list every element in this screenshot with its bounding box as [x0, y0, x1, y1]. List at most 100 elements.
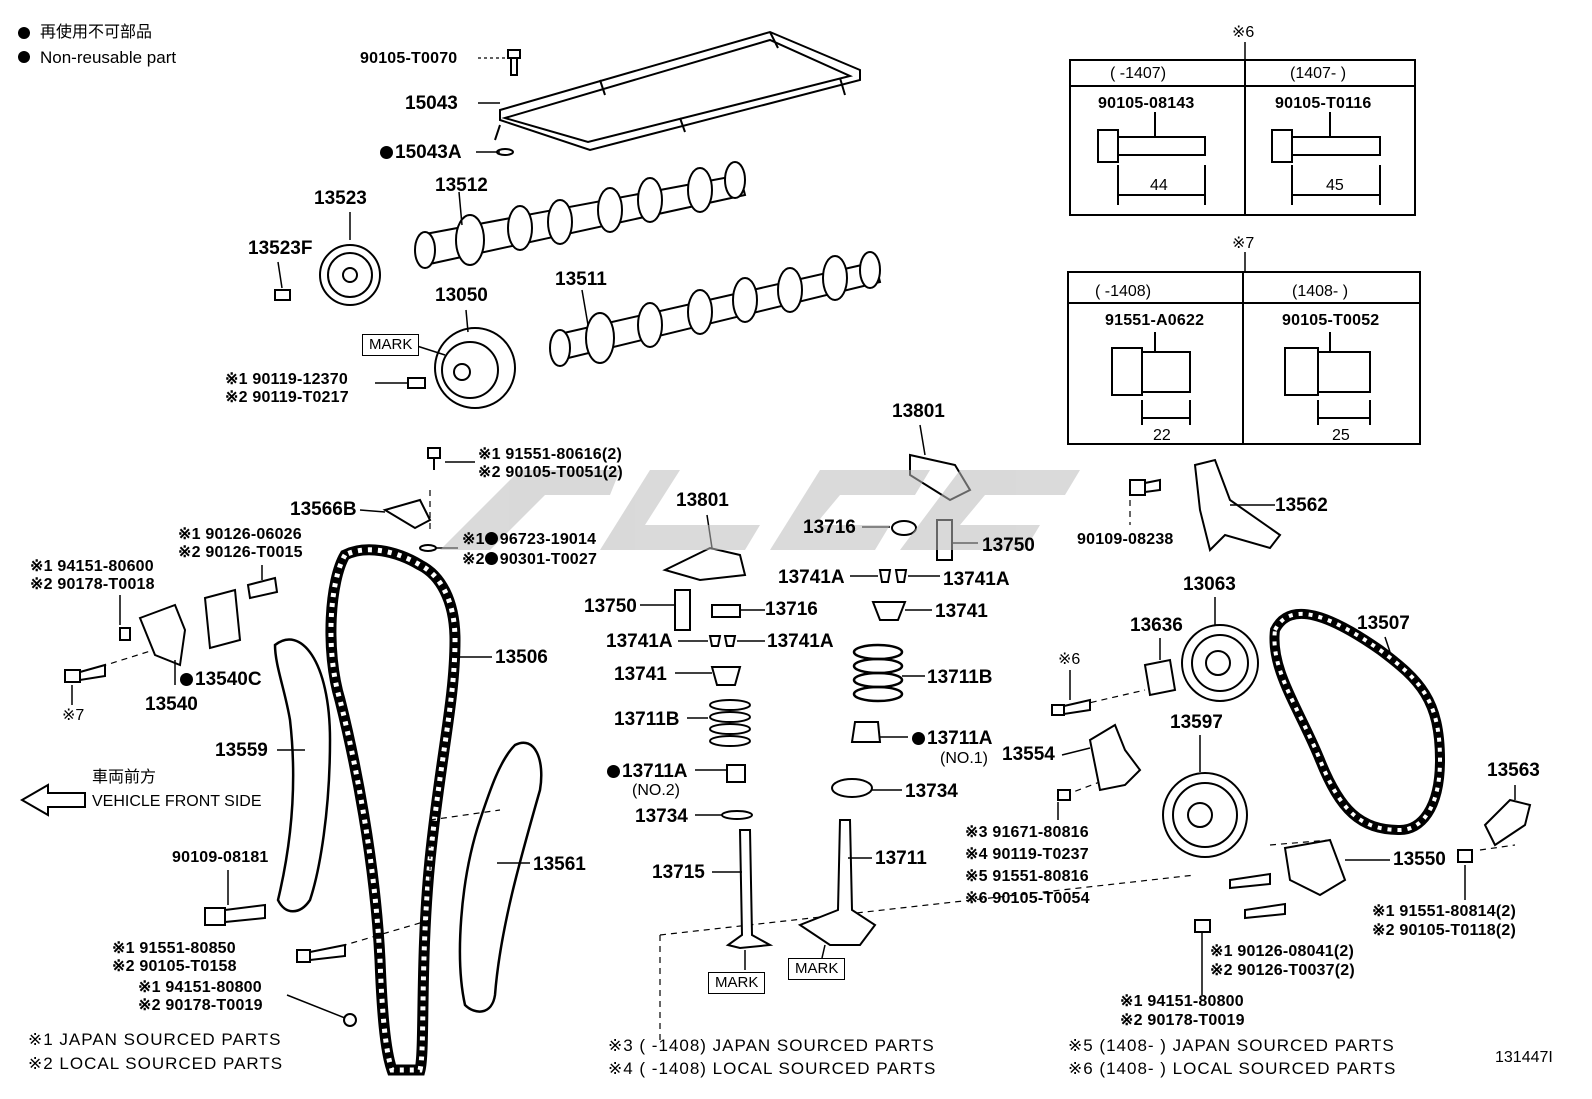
part-13512[interactable]: 13512: [435, 175, 488, 196]
vvt-13050-drawing: [434, 327, 516, 409]
table6-title: ※6: [1232, 24, 1255, 41]
part-13523[interactable]: 13523: [314, 188, 367, 209]
ref-3-91671-80816[interactable]: ※3 91671-80816: [965, 824, 1089, 841]
table-7-drawing: [1067, 252, 1421, 445]
ref-91551-80616[interactable]: ※1 91551-80616(2): [478, 446, 623, 463]
camshaft-13511-drawing: [549, 251, 882, 367]
footnote-6: ※6 (1408- ) LOCAL SOURCED PARTS: [1068, 1059, 1397, 1078]
part-13741A-right-1[interactable]: 13741A: [778, 567, 845, 588]
part-13801-left[interactable]: 13801: [676, 490, 729, 511]
mark-box-13715: MARK: [708, 972, 766, 994]
ref-7-label: ※7: [62, 707, 85, 724]
table6-col1-part[interactable]: 90105-08143: [1098, 95, 1195, 112]
footnote-2: ※2 LOCAL SOURCED PARTS: [28, 1054, 284, 1073]
part-13750-right[interactable]: 13750: [982, 535, 1035, 556]
part-13063[interactable]: 13063: [1183, 574, 1236, 595]
part-13562[interactable]: 13562: [1275, 495, 1328, 516]
ref-91551-80814[interactable]: ※1 91551-80814(2): [1372, 903, 1517, 920]
part-15043A[interactable]: 15043A: [380, 143, 462, 162]
part-90109-08238[interactable]: 90109-08238: [1077, 531, 1174, 548]
part-13540C[interactable]: 13540C: [180, 670, 262, 689]
ref-4-90119-T0237[interactable]: ※4 90119-T0237: [965, 846, 1089, 863]
tensioner-13550-drawing: [1283, 838, 1347, 897]
part-90105-T0070[interactable]: 90105-T0070: [360, 50, 458, 67]
part-13511[interactable]: 13511: [555, 269, 607, 290]
part-13801-right[interactable]: 13801: [892, 401, 945, 422]
bolt-90105-T0070-drawing: [507, 49, 521, 76]
part-13540[interactable]: 13540: [145, 694, 198, 715]
ref-90178-T0018[interactable]: ※2 90178-T0018: [30, 576, 155, 593]
ref-90126-08041[interactable]: ※1 90126-08041(2): [1210, 943, 1355, 960]
part-13563[interactable]: 13563: [1487, 760, 1540, 781]
part-13597[interactable]: 13597: [1170, 712, 1223, 733]
part-13554[interactable]: 13554: [1002, 744, 1055, 765]
part-13507[interactable]: 13507: [1357, 613, 1410, 634]
table7-col2-head: (1408- ): [1292, 283, 1349, 300]
ref-90126-06026[interactable]: ※1 90126-06026: [178, 526, 302, 543]
part-13734-left[interactable]: 13734: [635, 806, 688, 827]
vehicle-front-arrow-icon: [19, 783, 86, 817]
chain-13507-drawing: [1269, 609, 1446, 836]
part-13711A-right[interactable]: 13711A: [912, 729, 993, 748]
part-13711[interactable]: 13711: [875, 848, 927, 869]
part-13550[interactable]: 13550: [1393, 849, 1446, 870]
part-13561[interactable]: 13561: [533, 854, 586, 875]
bolt-table6-left: [1097, 112, 1206, 205]
table7-col2-part[interactable]: 90105-T0052: [1282, 312, 1380, 329]
part-13559[interactable]: 13559: [215, 740, 268, 761]
part-90109-08181[interactable]: 90109-08181: [172, 849, 269, 866]
ref-94151-80800-left[interactable]: ※1 94151-80800: [138, 979, 262, 996]
ref-5-91551-80816[interactable]: ※5 91551-80816: [965, 868, 1089, 885]
no2-label: (NO.2): [632, 782, 680, 799]
chain-guide-13559-drawing: [273, 638, 332, 913]
table7-col2-dim: 25: [1332, 427, 1350, 444]
part-13716-left[interactable]: 13716: [765, 599, 818, 620]
table6-col1-dim: 44: [1150, 177, 1168, 194]
part-15043[interactable]: 15043: [405, 93, 458, 114]
ref-90105-T0158[interactable]: ※2 90105-T0158: [112, 958, 237, 975]
part-13636[interactable]: 13636: [1130, 615, 1183, 636]
part-13741-right[interactable]: 13741: [935, 601, 988, 622]
direction-ja: 車両前方: [92, 769, 157, 786]
ref-94151-80600[interactable]: ※1 94151-80600: [30, 558, 154, 575]
spring-13711B-right: [852, 643, 904, 703]
ref-91551-80850[interactable]: ※1 91551-80850: [112, 940, 236, 957]
sprocket-13523-drawing: [319, 244, 381, 306]
part-13716-right[interactable]: 13716: [803, 517, 856, 538]
part-13711A-left[interactable]: 13711A: [607, 762, 688, 781]
part-13741-left[interactable]: 13741: [614, 664, 667, 685]
part-13741A-left-2[interactable]: 13741A: [767, 631, 834, 652]
table7-title: ※7: [1232, 235, 1255, 252]
ref-90178-T0019-left[interactable]: ※2 90178-T0019: [138, 997, 263, 1014]
part-13750-left[interactable]: 13750: [584, 596, 637, 617]
part-13711B-right[interactable]: 13711B: [927, 667, 993, 688]
part-13734-right[interactable]: 13734: [905, 781, 958, 802]
ref-90126-T0015[interactable]: ※2 90126-T0015: [178, 544, 303, 561]
ref-90105-T0051[interactable]: ※2 90105-T0051(2): [478, 464, 623, 481]
ref-90178-T0019-right[interactable]: ※2 90178-T0019: [1120, 1012, 1245, 1029]
chain-guide-13561-drawing: [458, 741, 543, 1013]
part-13523F[interactable]: 13523F: [248, 238, 313, 259]
footnote-1: ※1 JAPAN SOURCED PARTS: [28, 1030, 282, 1049]
table7-col1-part[interactable]: 91551-A0622: [1105, 312, 1205, 329]
part-13711B-left[interactable]: 13711B: [614, 709, 680, 730]
part-13715[interactable]: 13715: [652, 862, 705, 883]
part-13741A-right-2[interactable]: 13741A: [943, 569, 1010, 590]
gasket-drawing: [494, 30, 861, 152]
table6-col2-part[interactable]: 90105-T0116: [1275, 95, 1372, 112]
ref-94151-80800-right[interactable]: ※1 94151-80800: [1120, 993, 1244, 1010]
part-13050[interactable]: 13050: [435, 285, 488, 306]
part-13506[interactable]: 13506: [495, 647, 548, 668]
part-13741A-left-1[interactable]: 13741A: [606, 631, 673, 652]
part-13566B[interactable]: 13566B: [290, 499, 357, 520]
ref-90119-12370[interactable]: ※1 90119-12370: [225, 371, 348, 388]
table7-col1-head: ( -1408): [1095, 283, 1152, 300]
ref-6-90105-T0054[interactable]: ※6 90105-T0054: [965, 890, 1090, 907]
table6-col2-head: (1407- ): [1290, 65, 1347, 82]
ref-90119-T0217[interactable]: ※2 90119-T0217: [225, 389, 349, 406]
ref-90105-T0118[interactable]: ※2 90105-T0118(2): [1372, 922, 1517, 939]
ref-90126-T0037[interactable]: ※2 90126-T0037(2): [1210, 962, 1355, 979]
bolt-table7-left: [1111, 332, 1191, 425]
